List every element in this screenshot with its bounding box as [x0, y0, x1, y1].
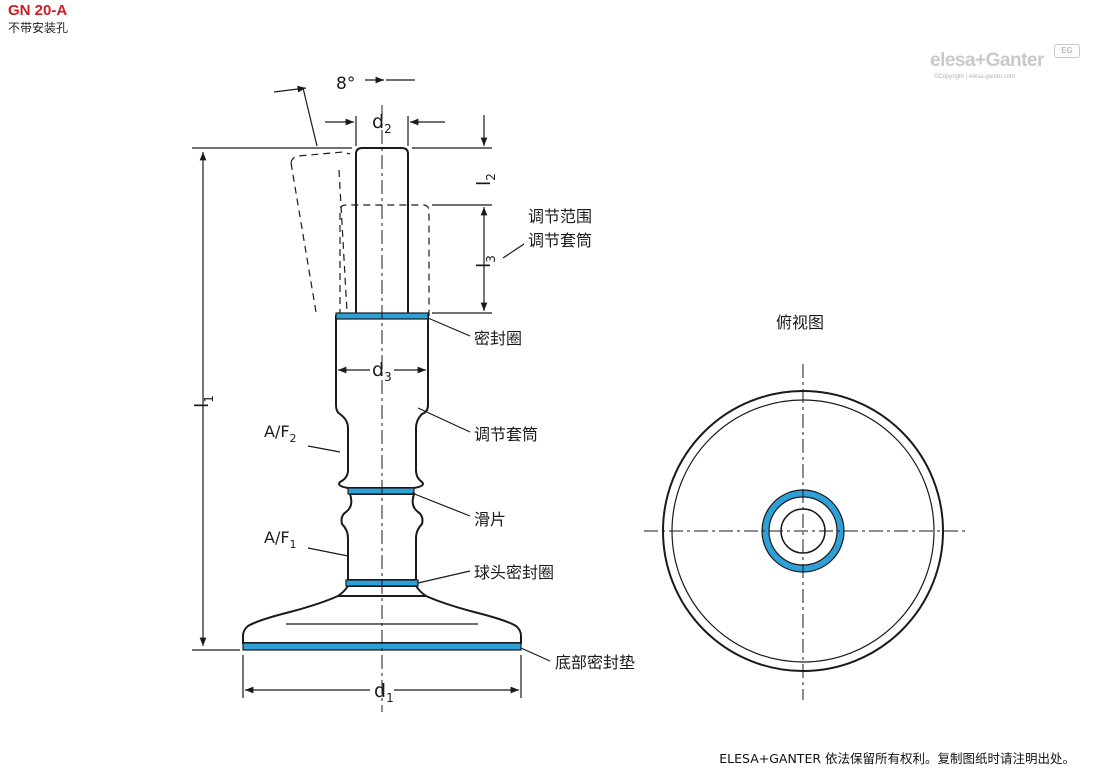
- brand-badge: EG: [1054, 44, 1080, 58]
- dimension-labels: 8° d2 d3 d1 l1 l2 l3 A/F2 A/F1: [191, 74, 498, 705]
- product-subtitle: 不带安装孔: [8, 21, 69, 35]
- tilted-stud-outline: [290, 151, 351, 313]
- brand-logo: elesa+Ganter ©Copyright | elesa-ganter.c…: [930, 44, 1080, 84]
- callout-range-2: 调节套筒: [528, 231, 592, 250]
- callout-base-pad: 底部密封垫: [555, 653, 635, 672]
- brand-logo-text: elesa+Ganter: [930, 50, 1044, 71]
- leaders: [307, 243, 551, 662]
- af1-label: A/F1: [264, 528, 297, 551]
- callout-slider: 滑片: [474, 510, 506, 529]
- top-view-label: 俯视图: [776, 313, 824, 332]
- l3-label: l3: [473, 255, 498, 268]
- d2-label: d2: [372, 111, 392, 136]
- adjustment-range-outline: [339, 204, 430, 316]
- callout-labels: 调节范围 调节套筒 密封圈 调节套筒 滑片 球头密封圈 底部密封垫 俯视图: [474, 207, 824, 672]
- l1-label: l1: [191, 395, 216, 408]
- header: GN 20-A 不带安装孔: [8, 2, 68, 36]
- dimensions: [192, 76, 522, 698]
- callout-sleeve: 调节套筒: [474, 425, 538, 444]
- threaded-stud: [355, 147, 409, 315]
- af2-label: A/F2: [264, 422, 297, 445]
- top-view: [644, 364, 966, 700]
- d1-label: d1: [374, 680, 394, 705]
- product-code: GN 20-A: [8, 2, 68, 19]
- callout-ball-seal: 球头密封圈: [474, 563, 554, 582]
- callout-seal-ring: 密封圈: [474, 329, 522, 348]
- d3-label: d3: [372, 359, 392, 384]
- callout-range-1: 调节范围: [528, 207, 592, 226]
- l2-label: l2: [473, 173, 498, 186]
- angle-label: 8°: [336, 74, 355, 94]
- copyright-notice: ELESA+GANTER 依法保留所有权利。复制图纸时请注明出处。: [719, 751, 1075, 766]
- slider-band: [347, 487, 415, 495]
- brand-copyright: ©Copyright | elesa-ganter.com: [934, 74, 1016, 80]
